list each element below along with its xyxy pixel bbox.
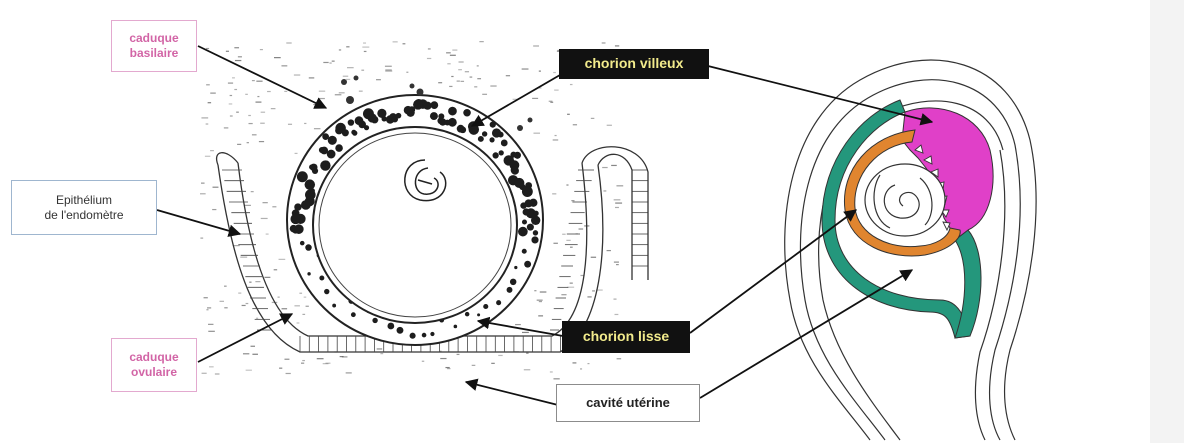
label-epithelium: Epithélium de l'endomètre [11, 180, 157, 235]
pointer-arrows [157, 46, 932, 405]
label-caduque-ovulaire-line1: caduque [129, 350, 178, 365]
label-caduque-basilaire: caduque basilaire [111, 20, 197, 72]
label-epithelium-line2: de l'endomètre [44, 208, 123, 223]
label-caduque-basilaire-line1: caduque [129, 31, 178, 46]
label-cavite-uterine-text: cavité utérine [586, 395, 670, 411]
arrow-caduque-basilaire [198, 46, 326, 108]
arrow-chorion-villeux-right [708, 66, 932, 122]
arrow-caduque-ovulaire [198, 314, 292, 362]
label-caduque-basilaire-line2: basilaire [130, 46, 179, 61]
embryo-right [865, 164, 945, 236]
label-cavite-uterine: cavité utérine [556, 384, 700, 422]
arrow-cavite-right [700, 270, 912, 398]
arrow-chorion-lisse-left [478, 321, 563, 336]
endometrium-fold-right-inner [582, 147, 648, 280]
label-chorion-villeux: chorion villeux [559, 49, 709, 79]
label-caduque-ovulaire: caduque ovulaire [111, 338, 197, 392]
label-epithelium-line1: Epithélium [56, 193, 112, 208]
arrow-chorion-villeux-left [472, 75, 560, 126]
label-chorion-villeux-text: chorion villeux [585, 55, 684, 73]
endometrium-fold-left [217, 153, 238, 165]
label-chorion-lisse: chorion lisse [562, 321, 690, 353]
label-chorion-lisse-text: chorion lisse [583, 328, 669, 346]
chorion-inner [313, 127, 517, 323]
arrow-cavite-left [466, 382, 558, 405]
label-caduque-ovulaire-line2: ovulaire [131, 365, 177, 380]
arrow-chorion-lisse-right [690, 210, 856, 333]
